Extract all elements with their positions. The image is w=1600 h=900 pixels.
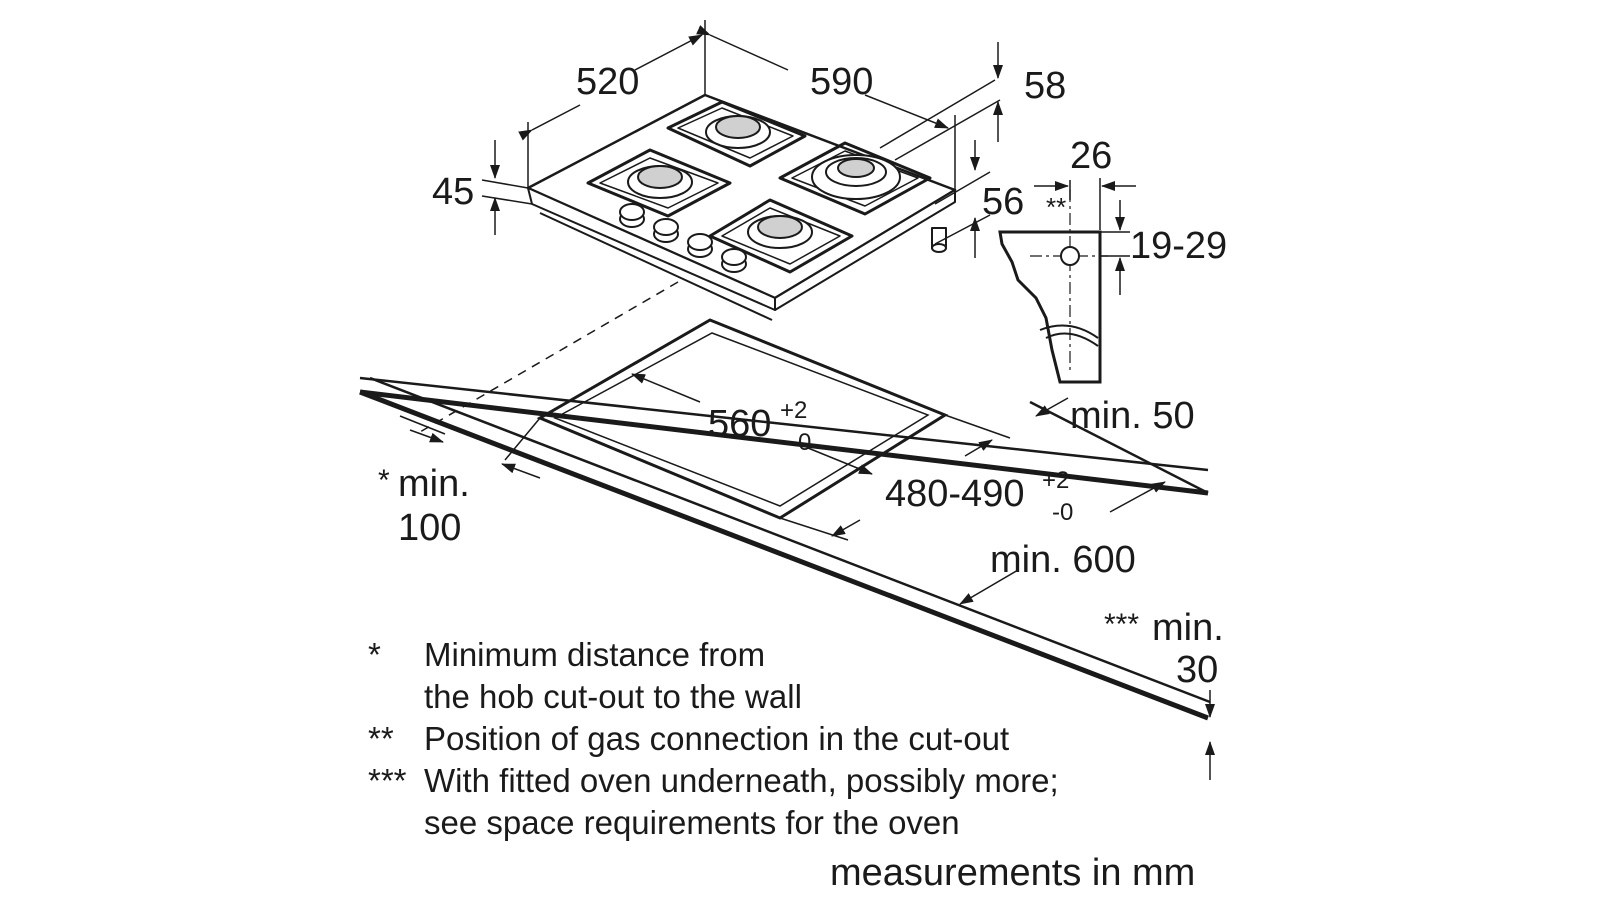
wall-clearance-line1: min. xyxy=(398,463,470,505)
hob-dimension-lines xyxy=(481,20,1003,258)
pan-support-left xyxy=(586,148,732,218)
hob-depth-label: 520 xyxy=(576,61,639,103)
gas-connection-point xyxy=(1060,246,1080,266)
worktop-depth-label: min. 600 xyxy=(990,539,1136,581)
hob-width-label: 590 xyxy=(810,61,873,103)
worktop xyxy=(359,376,1211,721)
burner-left xyxy=(627,165,693,199)
note-3-line1: With fitted oven underneath, possibly mo… xyxy=(424,762,1059,799)
note-marker-2: ** xyxy=(368,720,394,757)
burner-rear xyxy=(705,115,771,149)
projection-line xyxy=(419,281,679,433)
cutout-dimension-lines xyxy=(399,373,1215,780)
hob-underside-label: 56 xyxy=(982,181,1024,223)
rear-clearance-label: min. 50 xyxy=(1070,395,1195,437)
cutout-depth-label: 480-490 xyxy=(885,473,1024,515)
dimension-labels: 520 590 45 58 56 26 ** 19-29 560 +2 -0 4… xyxy=(378,61,1227,691)
note-1-line2: the hob cut-out to the wall xyxy=(424,678,802,715)
gas-offset-label: 26 xyxy=(1070,135,1112,177)
pan-support-right xyxy=(778,141,932,216)
cutout-width-tol-plus: +2 xyxy=(780,397,807,424)
wall-clearance-line2: 100 xyxy=(398,507,461,549)
burner-front xyxy=(747,215,813,249)
note-1-line1: Minimum distance from xyxy=(424,636,766,673)
gas-connection-detail xyxy=(998,178,1136,384)
cutout-depth-tol-plus: +2 xyxy=(1042,467,1069,494)
note-marker-3: *** xyxy=(368,762,407,799)
pan-support-front xyxy=(708,198,854,274)
hob-illustration xyxy=(526,93,957,321)
note-3-line2: see space requirements for the oven xyxy=(424,804,960,841)
oven-clearance-line1: min. xyxy=(1152,607,1224,649)
pan-support-rear xyxy=(666,100,807,168)
wall-clearance-marker: * xyxy=(378,464,390,497)
cutout-depth-tol-minus: -0 xyxy=(1052,499,1073,526)
note-2-line1: Position of gas connection in the cut-ou… xyxy=(424,720,1010,757)
measurement-units-caption: measurements in mm xyxy=(830,852,1196,894)
cabinet-profile xyxy=(998,230,1102,384)
cutout-width-label: 560 xyxy=(708,403,771,445)
burner-right xyxy=(811,154,901,200)
hob-rear-offset-label: 58 xyxy=(1024,65,1066,107)
oven-clearance-line2: 30 xyxy=(1176,649,1218,691)
control-knobs xyxy=(619,203,747,273)
hob-height-label: 45 xyxy=(432,171,474,213)
cutout-width-tol-minus: -0 xyxy=(790,429,811,456)
note-marker-1: * xyxy=(368,636,381,673)
gas-height-range-label: 19-29 xyxy=(1130,225,1227,267)
oven-clearance-marker: *** xyxy=(1104,608,1139,641)
gas-marker-label: ** xyxy=(1046,192,1066,222)
